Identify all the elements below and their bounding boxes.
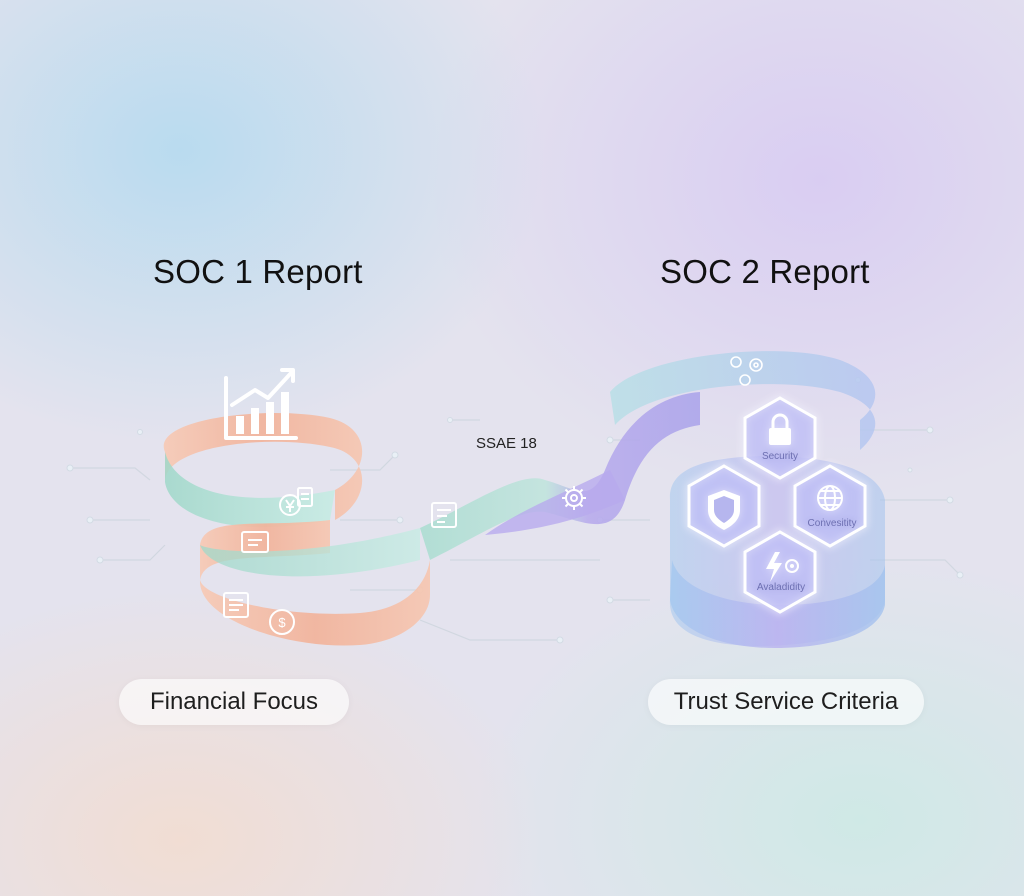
yen-document-icon	[279, 487, 313, 516]
soc1-ribbon-lower-mint	[200, 528, 420, 577]
soc1-ribbon-mid-loop	[200, 520, 330, 580]
hex-connectivity: Coṅvesitity	[793, 464, 867, 548]
soc2-title: SOC 2 Report	[660, 253, 870, 290]
soc1-ribbon-bottom-loop	[199, 560, 430, 646]
hex-availability: Avaladidity	[743, 530, 817, 614]
ledger-document-icon	[431, 502, 457, 528]
hex-security: Security	[743, 396, 817, 480]
hex-label-availability: Avaladidity	[757, 582, 805, 593]
bridge-label: SSAE 18	[476, 435, 537, 452]
trust-service-criteria-pill: Trust Service Criteria	[648, 679, 924, 725]
trust-service-criteria-label: Trust Service Criteria	[673, 688, 899, 715]
gears-cluster-icon	[730, 356, 763, 386]
dollar-coin-icon: $	[269, 609, 295, 635]
lightning-gear-icon	[766, 552, 799, 582]
lock-icon	[769, 413, 791, 445]
bridge-ribbon	[420, 392, 700, 560]
soc2-ribbon-top-band	[610, 351, 876, 450]
shield-icon	[708, 490, 740, 530]
soc1-ribbon-mint-band	[165, 452, 335, 528]
bridge-ribbon-tail	[485, 470, 625, 535]
document-icon	[241, 531, 269, 553]
soc1-ribbon	[163, 413, 430, 646]
soc1-title: SOC 1 Report	[153, 253, 363, 290]
hex-label-security: Security	[762, 451, 798, 462]
financial-focus-label: Financial Focus	[149, 688, 319, 715]
soc1-ribbon-top-loop	[163, 413, 363, 520]
hex-shield	[687, 464, 761, 548]
svg-text:$: $	[278, 615, 286, 630]
bar-chart-growth-icon	[224, 368, 298, 440]
hex-label-connectivity: Coṅvesitity	[808, 518, 857, 529]
report-document-icon	[223, 592, 249, 618]
financial-focus-pill: Financial Focus	[119, 679, 349, 725]
gear-icon	[562, 486, 586, 510]
globe-icon	[817, 485, 843, 511]
soc2-ribbon-front-band	[670, 560, 885, 648]
